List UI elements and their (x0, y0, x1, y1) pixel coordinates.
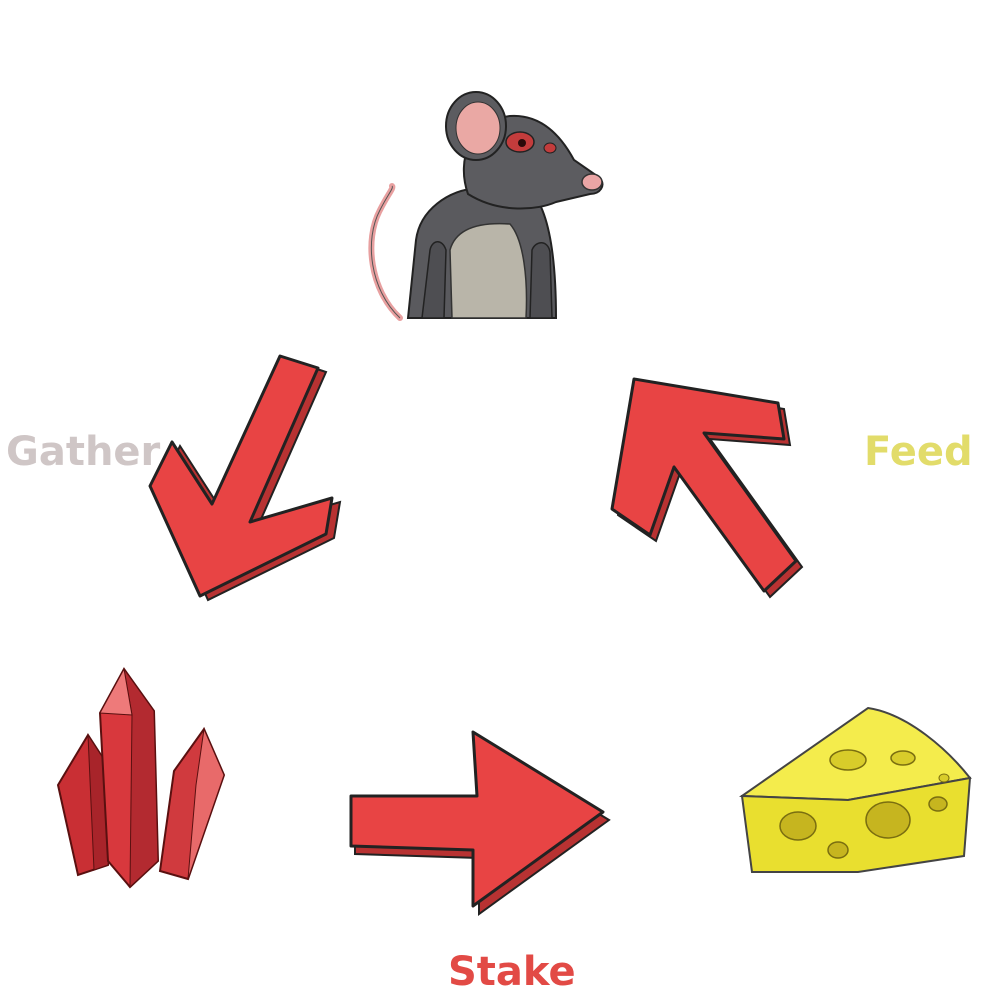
crystal-icon (56, 667, 226, 889)
stake-label: Stake (448, 949, 576, 995)
rat-icon (368, 91, 604, 321)
feed-label: Feed (864, 429, 973, 475)
cheese-icon (738, 706, 972, 873)
gather-arrow (148, 354, 342, 602)
gather-label: Gather (6, 429, 161, 475)
stake-arrow (349, 730, 611, 916)
feed-arrow (610, 377, 804, 599)
